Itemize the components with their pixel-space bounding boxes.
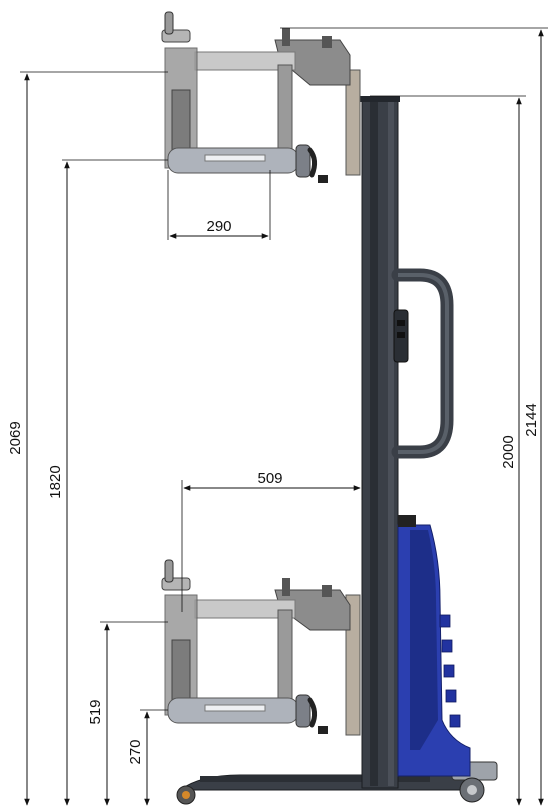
- dim-label-overall-height-left: 2069: [7, 421, 24, 454]
- drive-housing: [397, 515, 471, 777]
- dim-label-arm-reach-upper: 290: [206, 218, 231, 235]
- lower-attachment: [161, 559, 361, 736]
- dim-label-mast-height: 2000: [500, 435, 517, 468]
- dim-label-lower-arm-height: 270: [127, 739, 144, 764]
- dim-label-arm-reach-lower: 509: [257, 470, 282, 487]
- dim-overall-height-left: 2069: [7, 73, 30, 806]
- push-handle: [391, 268, 454, 459]
- mast: [360, 96, 400, 789]
- dim-overall-height-right: 2144: [523, 29, 544, 806]
- extension-lines: [20, 27, 548, 711]
- dim-arm-reach-upper: 290: [169, 218, 269, 239]
- lifting-device: [161, 11, 498, 805]
- dim-mast-height: 2000: [500, 97, 522, 806]
- dim-label-lower-top-height: 519: [87, 699, 104, 724]
- dim-arm-reach-lower: 509: [183, 470, 361, 491]
- dim-label-upper-arm-height: 1820: [47, 465, 64, 498]
- dim-label-overall-height-right: 2144: [523, 403, 540, 436]
- dim-lower-arm-height: 270: [127, 711, 150, 806]
- front-wheel: [176, 785, 196, 805]
- upper-attachment: [161, 11, 361, 183]
- dim-lower-top-height: 519: [87, 623, 110, 806]
- control-box: [393, 309, 409, 363]
- dim-upper-arm-height: 1820: [47, 161, 70, 806]
